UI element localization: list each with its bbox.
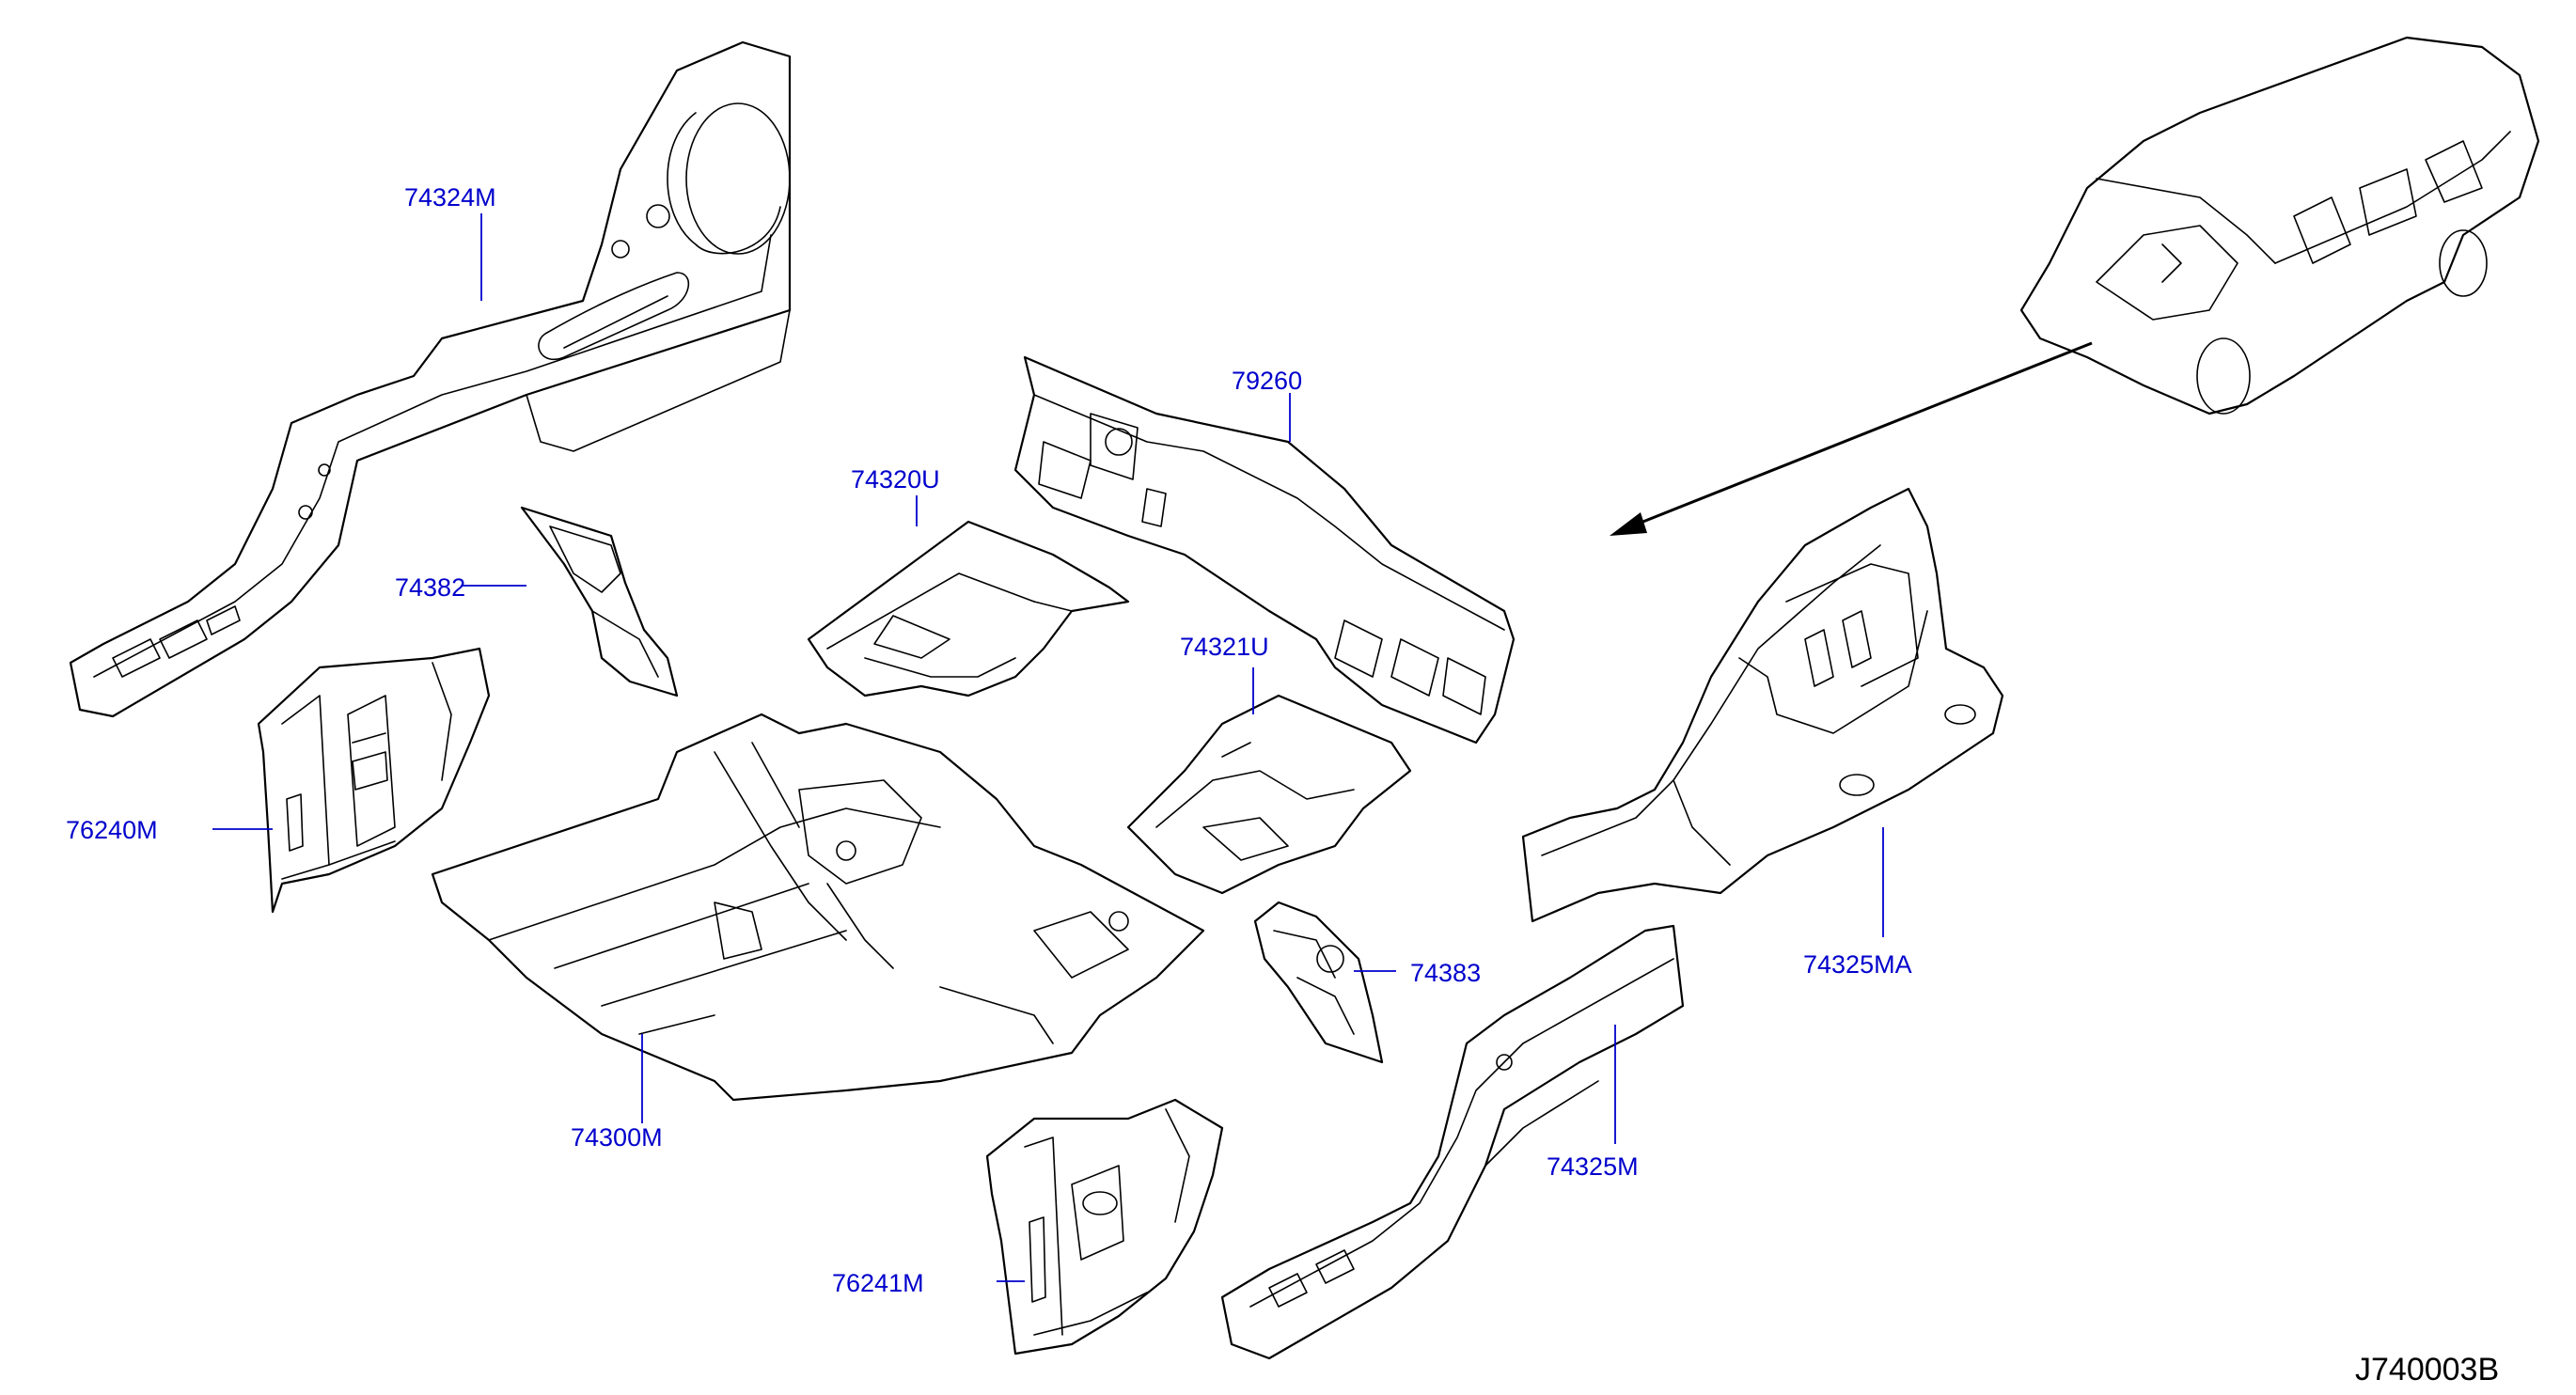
part-74382-drawing — [520, 506, 679, 698]
label-74383[interactable]: 74383 — [1410, 959, 1481, 987]
part-74321U-drawing — [1126, 694, 1412, 895]
label-74324M[interactable]: 74324M — [404, 183, 496, 212]
reference-arrow — [1610, 341, 2093, 536]
label-79260[interactable]: 79260 — [1232, 367, 1302, 395]
leader-lines — [212, 213, 1884, 1282]
part-74320U-drawing — [807, 520, 1130, 698]
part-74325M-drawing — [1220, 924, 1685, 1360]
label-74325MA[interactable]: 74325MA — [1803, 950, 1912, 979]
part-74325MA-drawing — [1521, 487, 2004, 923]
label-76241M[interactable]: 76241M — [832, 1269, 924, 1297]
part-76241M-drawing — [985, 1098, 1224, 1356]
label-74300M[interactable]: 74300M — [571, 1123, 663, 1152]
diagram-reference-code: J740003B — [2355, 1352, 2499, 1387]
label-74320U[interactable]: 74320U — [851, 465, 940, 494]
vehicle-reference-sketch — [2019, 36, 2540, 415]
label-74382[interactable]: 74382 — [395, 573, 465, 602]
part-74383-drawing — [1253, 901, 1384, 1064]
part-74324M-drawing — [69, 40, 792, 718]
label-74321U[interactable]: 74321U — [1180, 633, 1269, 661]
part-74300M-drawing — [431, 713, 1205, 1102]
part-76240M-drawing — [257, 647, 491, 914]
label-74325M[interactable]: 74325M — [1547, 1152, 1639, 1181]
label-76240M[interactable]: 76240M — [66, 816, 158, 844]
part-labels: 74324M 74382 76240M 74320U 79260 74321U … — [66, 183, 1912, 1297]
part-79260-drawing — [1013, 355, 1516, 745]
